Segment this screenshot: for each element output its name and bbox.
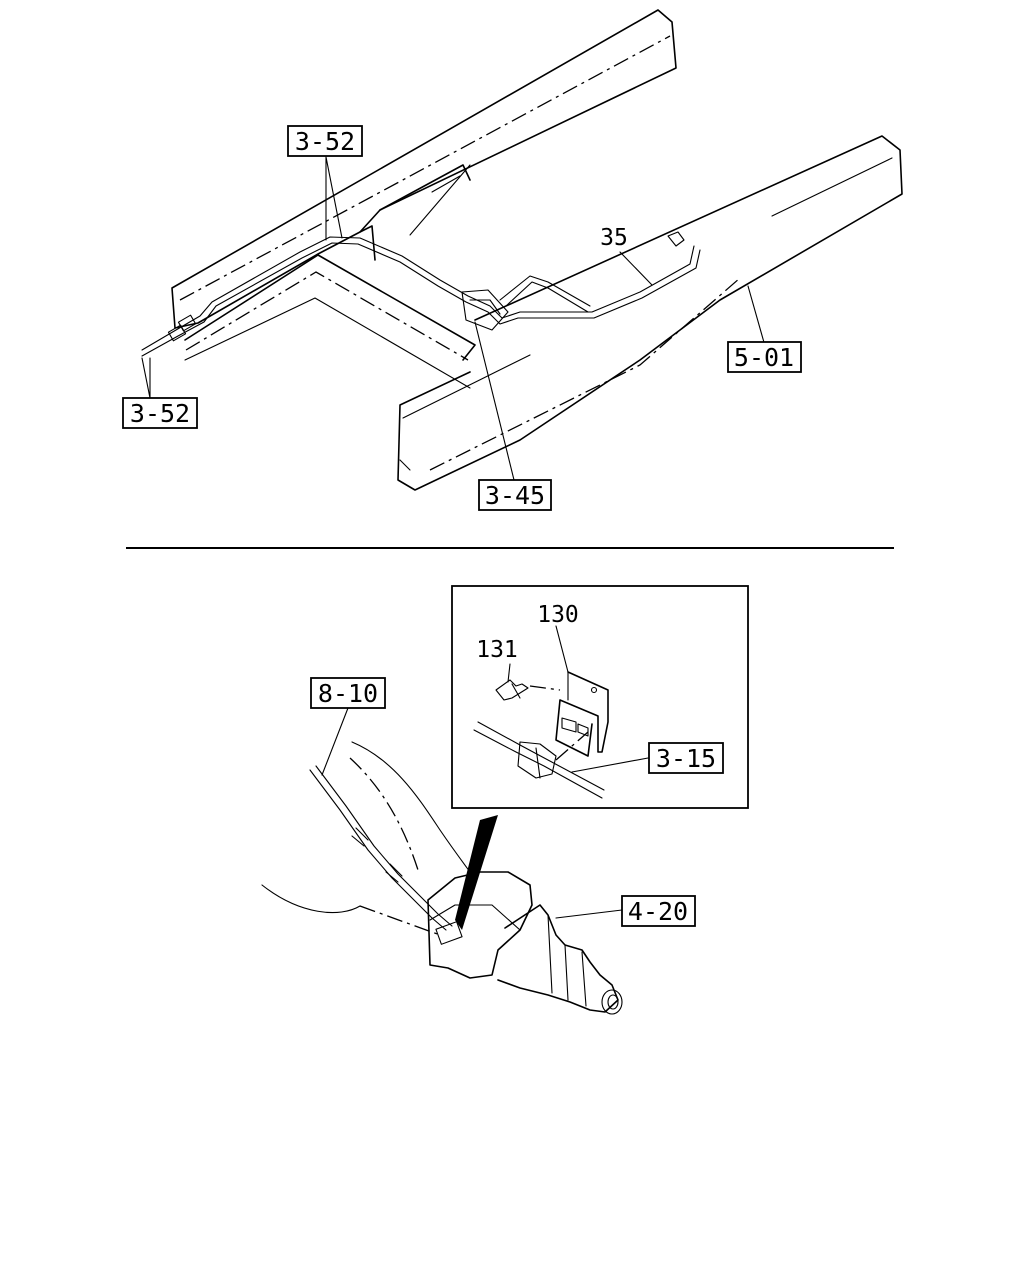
- callout-4-20: 4-20: [555, 895, 696, 927]
- transmission-view: [261, 741, 623, 1015]
- callout-3-52-lower: 3-52: [122, 397, 198, 429]
- svg-text:5-01: 5-01: [734, 343, 794, 372]
- frame-rail-upper: [171, 9, 677, 329]
- callout-131: 131: [476, 637, 518, 663]
- callout-3-15: 3-15: [648, 742, 724, 774]
- detail-inset: [451, 585, 749, 809]
- part-number-35: 35: [600, 225, 628, 251]
- chassis-frame-view: [141, 9, 903, 491]
- svg-text:8-10: 8-10: [318, 679, 378, 708]
- brake-pipes: [141, 231, 701, 357]
- svg-text:131: 131: [476, 637, 518, 663]
- bolt-part-131: [495, 679, 529, 701]
- speedometer-cable: [309, 769, 447, 931]
- callout-5-01: 5-01: [727, 341, 802, 373]
- detail-pointer: [455, 815, 498, 930]
- leader-lines-top: [141, 156, 766, 485]
- bracket-part-130: [555, 671, 609, 757]
- svg-text:3-52: 3-52: [295, 127, 355, 156]
- callout-3-52-upper: 3-52: [287, 125, 363, 157]
- svg-text:3-45: 3-45: [485, 481, 545, 510]
- frame-rail-right: [397, 135, 903, 491]
- callout-8-10: 8-10: [310, 677, 386, 776]
- callout-3-45: 3-45: [478, 479, 552, 511]
- svg-text:3-52: 3-52: [130, 399, 190, 428]
- callout-130: 130: [537, 602, 579, 628]
- svg-text:4-20: 4-20: [628, 897, 688, 926]
- svg-text:3-15: 3-15: [656, 744, 716, 773]
- svg-text:130: 130: [537, 602, 579, 628]
